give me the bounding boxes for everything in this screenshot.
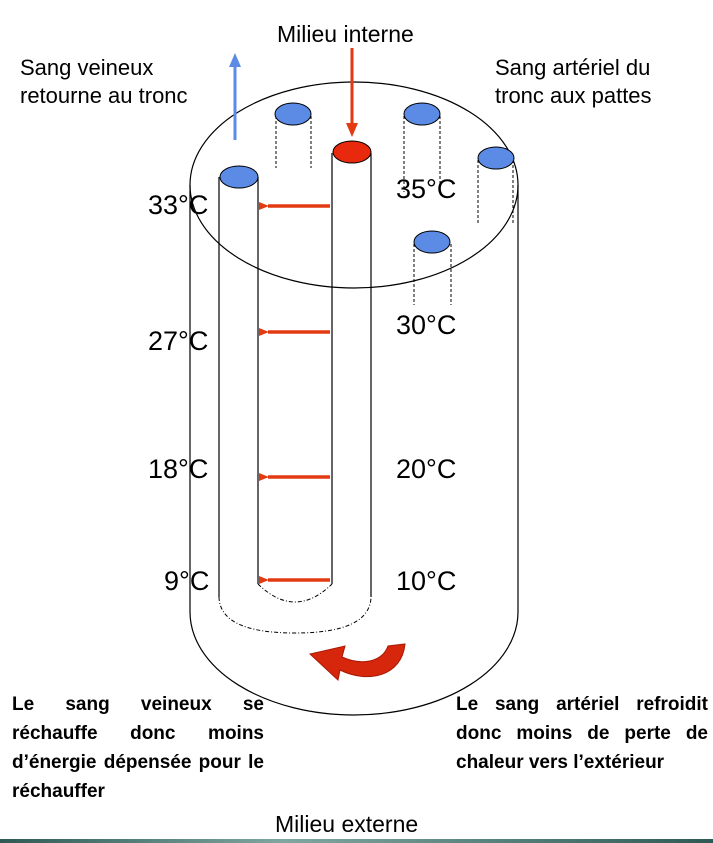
temp-arterial-1: 35°C <box>396 174 457 204</box>
temp-arterial-4: 10°C <box>396 566 457 596</box>
temp-arterial-3: 20°C <box>396 454 457 484</box>
heat-arrows <box>259 202 330 584</box>
artery-opening <box>332 140 372 164</box>
outer-cylinder <box>189 81 519 716</box>
venous-up-arrow <box>229 53 241 140</box>
caption-venous: Le sang veineux se réchauffe donc moins … <box>12 694 264 802</box>
label-milieu-externe: Milieu externe <box>275 811 419 837</box>
curved-flow-arrow <box>308 643 406 681</box>
vein-opening-main <box>219 165 259 189</box>
temp-arterial-2: 30°C <box>396 310 457 340</box>
temp-venous-1: 33°C <box>148 190 209 220</box>
small-vessels <box>275 116 514 305</box>
label-sang-arteriel: Sang artériel du tronc aux pattes <box>495 55 652 108</box>
vein-opening-2 <box>403 102 441 126</box>
temp-venous-2: 27°C <box>148 326 209 356</box>
temp-venous-3: 18°C <box>148 454 209 484</box>
caption-arterial: Le sang artériel refroidit donc moins de… <box>456 694 708 773</box>
label-sang-veineux: Sang veineux retourne au tronc <box>20 55 188 108</box>
vein-opening-3 <box>477 146 515 170</box>
label-milieu-interne: Milieu interne <box>277 21 414 47</box>
u-tube <box>218 153 372 634</box>
vein-opening-1 <box>274 102 312 126</box>
vein-opening-4 <box>413 230 451 254</box>
temp-venous-4: 9°C <box>164 566 210 596</box>
footer-rule <box>0 839 713 843</box>
arterial-down-arrow <box>346 48 358 137</box>
